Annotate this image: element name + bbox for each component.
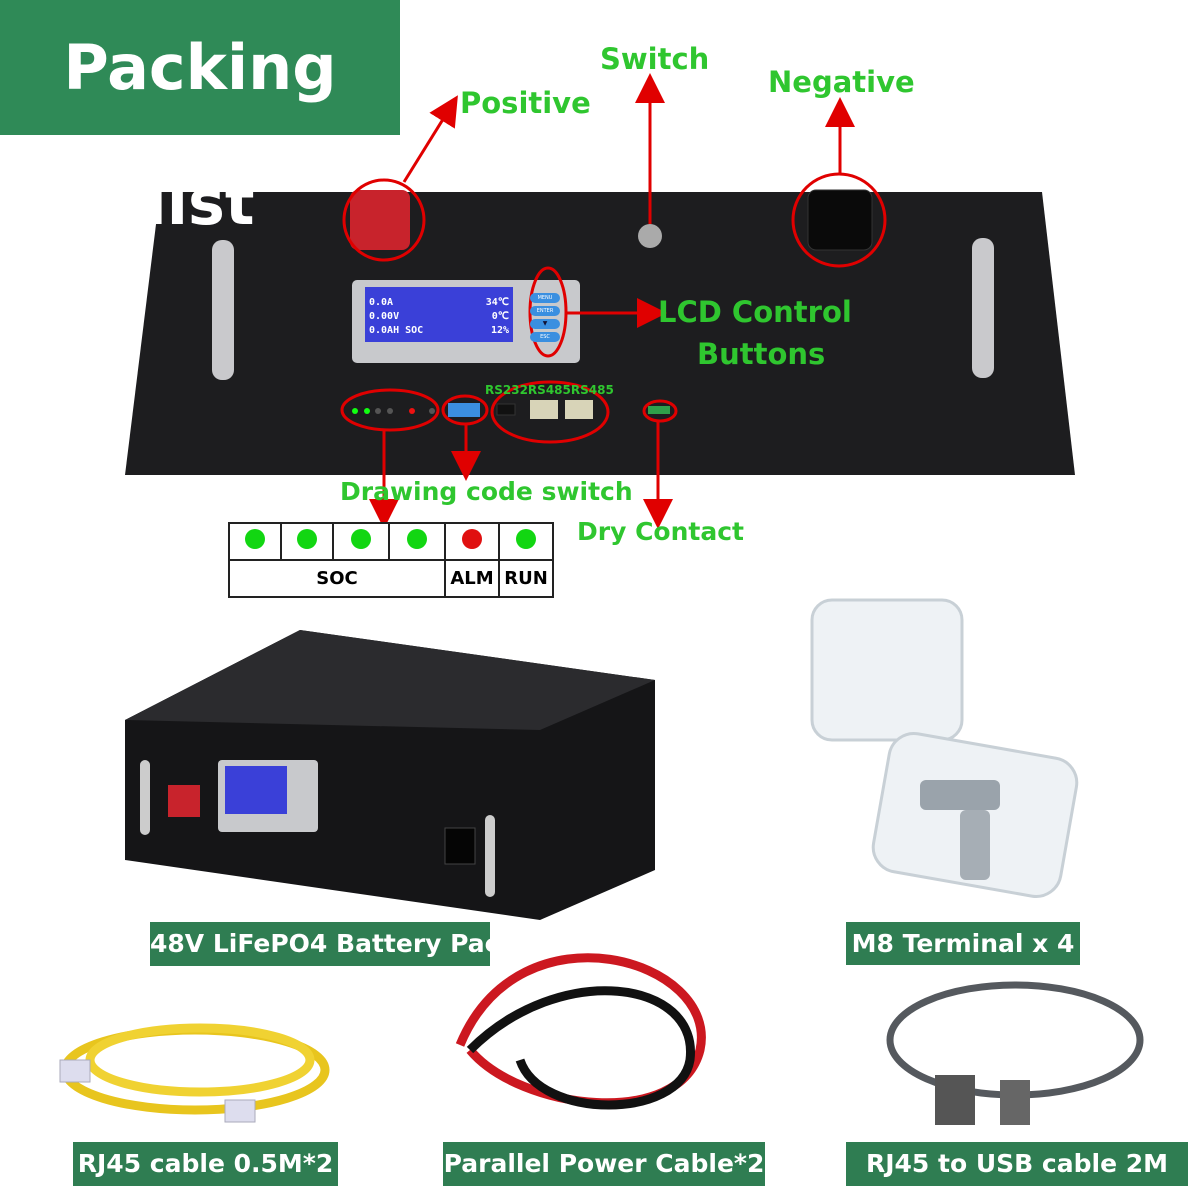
alm-label: ALM [444, 559, 500, 598]
caption-battery-pack: 48V LiFePO4 Battery Pack [150, 922, 516, 966]
led-cell [388, 522, 446, 561]
callout-switch: Switch [600, 42, 710, 76]
callout-ports: RS232RS485RS485 [485, 383, 614, 397]
run-led [516, 529, 536, 549]
led-indicator-table: SOC ALM RUN [228, 522, 554, 598]
callout-lcd-line1: LCD Control [658, 295, 852, 329]
lcd-current: 0.0A [369, 297, 394, 308]
led-cell [444, 522, 500, 561]
caption-rj45-cable: RJ45 cable 0.5M*2 [73, 1142, 338, 1186]
caption-m8-terminal: M8 Terminal x 4 [846, 922, 1080, 965]
annotation-marks [340, 73, 887, 529]
callout-lcd-line2: Buttons [697, 337, 826, 371]
soc-led-1 [245, 529, 265, 549]
battery-front-panel [125, 192, 1075, 475]
callout-dry-contact: Dry Contact [577, 517, 744, 546]
terminal-box [810, 598, 964, 742]
lcd-buttons: MENU ENTER ▼ ESC [530, 293, 560, 342]
power-switch [638, 224, 662, 248]
page-title: Packing list [0, 0, 400, 239]
callout-negative: Negative [768, 65, 915, 99]
led-cell [280, 522, 334, 561]
soc-label: SOC [228, 559, 446, 598]
parallel-power-cable [455, 953, 706, 1110]
callout-drawing-code: Drawing code switch [340, 477, 633, 506]
lcd-soc: 12% [490, 325, 509, 336]
lcd-voltage: 0.00V [369, 311, 400, 322]
led-cell [228, 522, 282, 561]
led-cell [498, 522, 554, 561]
esc-button[interactable]: ESC [530, 332, 560, 342]
lcd-capacity: 0.0AH [369, 325, 400, 336]
caption-parallel-cable: Parallel Power Cable*2 [443, 1142, 765, 1186]
run-label: RUN [498, 559, 554, 598]
lcd-temp2: 0℃ [491, 311, 509, 322]
down-button[interactable]: ▼ [530, 319, 560, 329]
negative-terminal [807, 189, 873, 251]
positive-terminal [350, 190, 410, 250]
rj45-port [530, 400, 558, 419]
lcd-screen [365, 287, 513, 342]
menu-button[interactable]: MENU [530, 293, 560, 303]
callout-positive: Positive [460, 86, 591, 120]
rj45-cable [59, 1023, 330, 1123]
enter-button[interactable]: ENTER [530, 306, 560, 316]
soc-led-3 [351, 529, 371, 549]
soc-led-4 [407, 529, 427, 549]
led-cell [332, 522, 390, 561]
rj45-port [565, 400, 593, 419]
lcd-readout: 0.0A 34℃ 0.00V 0℃ 0.0AH SOC 12% [369, 289, 509, 338]
lcd-soc-label: SOC [405, 325, 424, 336]
soc-led-2 [297, 529, 317, 549]
dip-switch [448, 403, 480, 417]
alm-led [462, 529, 482, 549]
handle-right [972, 238, 994, 378]
lcd-temp1: 34℃ [485, 297, 509, 308]
handle-left [212, 240, 234, 380]
usb-cable [886, 981, 1144, 1125]
caption-usb-cable: RJ45 to USB cable 2M [846, 1142, 1188, 1186]
